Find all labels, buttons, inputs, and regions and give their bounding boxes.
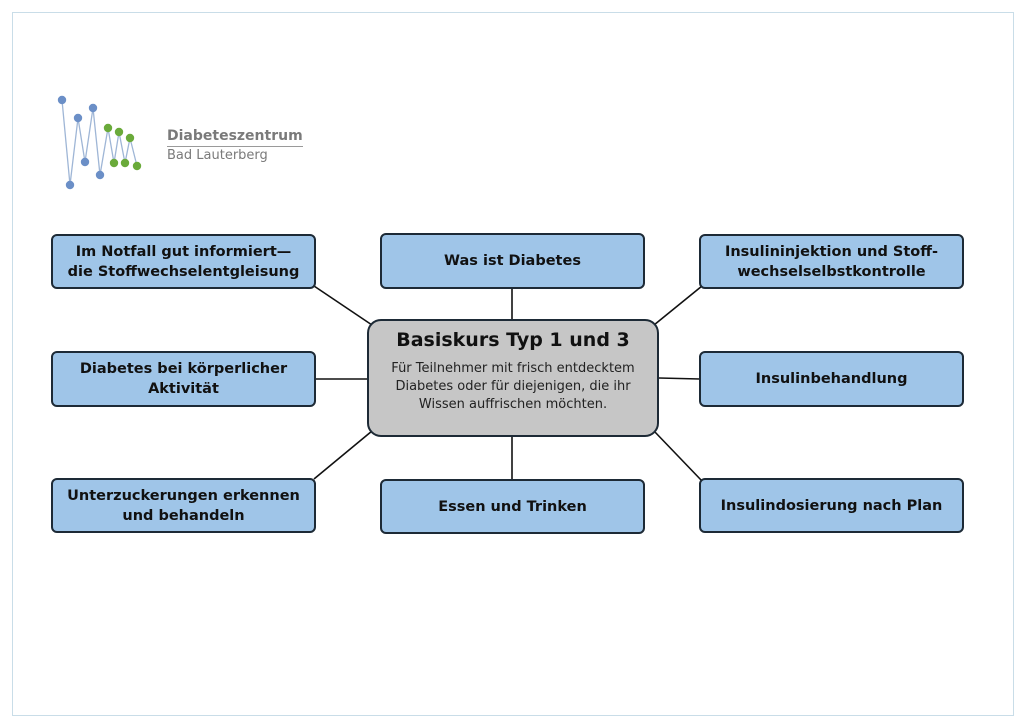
connector-top-right	[653, 285, 703, 326]
topic-what-is-diabetes: Was ist Diabetes	[380, 233, 645, 289]
course-title: Basiskurs Typ 1 und 3	[396, 329, 630, 351]
topic-insulin-treatment: Insulinbehandlung	[699, 351, 964, 407]
topic-insulin-injection: Insulininjektion und Stoff- wechselselbs…	[699, 234, 964, 289]
logo-name: Diabeteszentrum	[167, 128, 303, 147]
central-course-box: Basiskurs Typ 1 und 3 Für Teilnehmer mit…	[367, 319, 659, 437]
topic-physical-activity: Diabetes bei körperlicher Aktivität	[51, 351, 316, 407]
logo-text: Diabeteszentrum Bad Lauterberg	[167, 128, 303, 164]
connector-bottom-right	[653, 430, 703, 482]
connector-bottom-left	[313, 430, 373, 480]
course-description: Für Teilnehmer mit frisch entdecktem Dia…	[391, 361, 635, 412]
logo-mark-icon	[57, 95, 142, 190]
connector-middle-right	[658, 377, 701, 380]
topic-insulin-dosing: Insulindosierung nach Plan	[699, 478, 964, 533]
logo: Diabeteszentrum Bad Lauterberg	[52, 90, 312, 200]
page-frame	[12, 12, 1014, 716]
topic-food-drink: Essen und Trinken	[380, 479, 645, 534]
connector-top-left	[313, 285, 373, 326]
topic-emergency: Im Notfall gut informiert— die Stoffwech…	[51, 234, 316, 289]
logo-location: Bad Lauterberg	[167, 148, 268, 163]
topic-hypoglycemia: Unterzuckerungen erkennen und behandeln	[51, 478, 316, 533]
